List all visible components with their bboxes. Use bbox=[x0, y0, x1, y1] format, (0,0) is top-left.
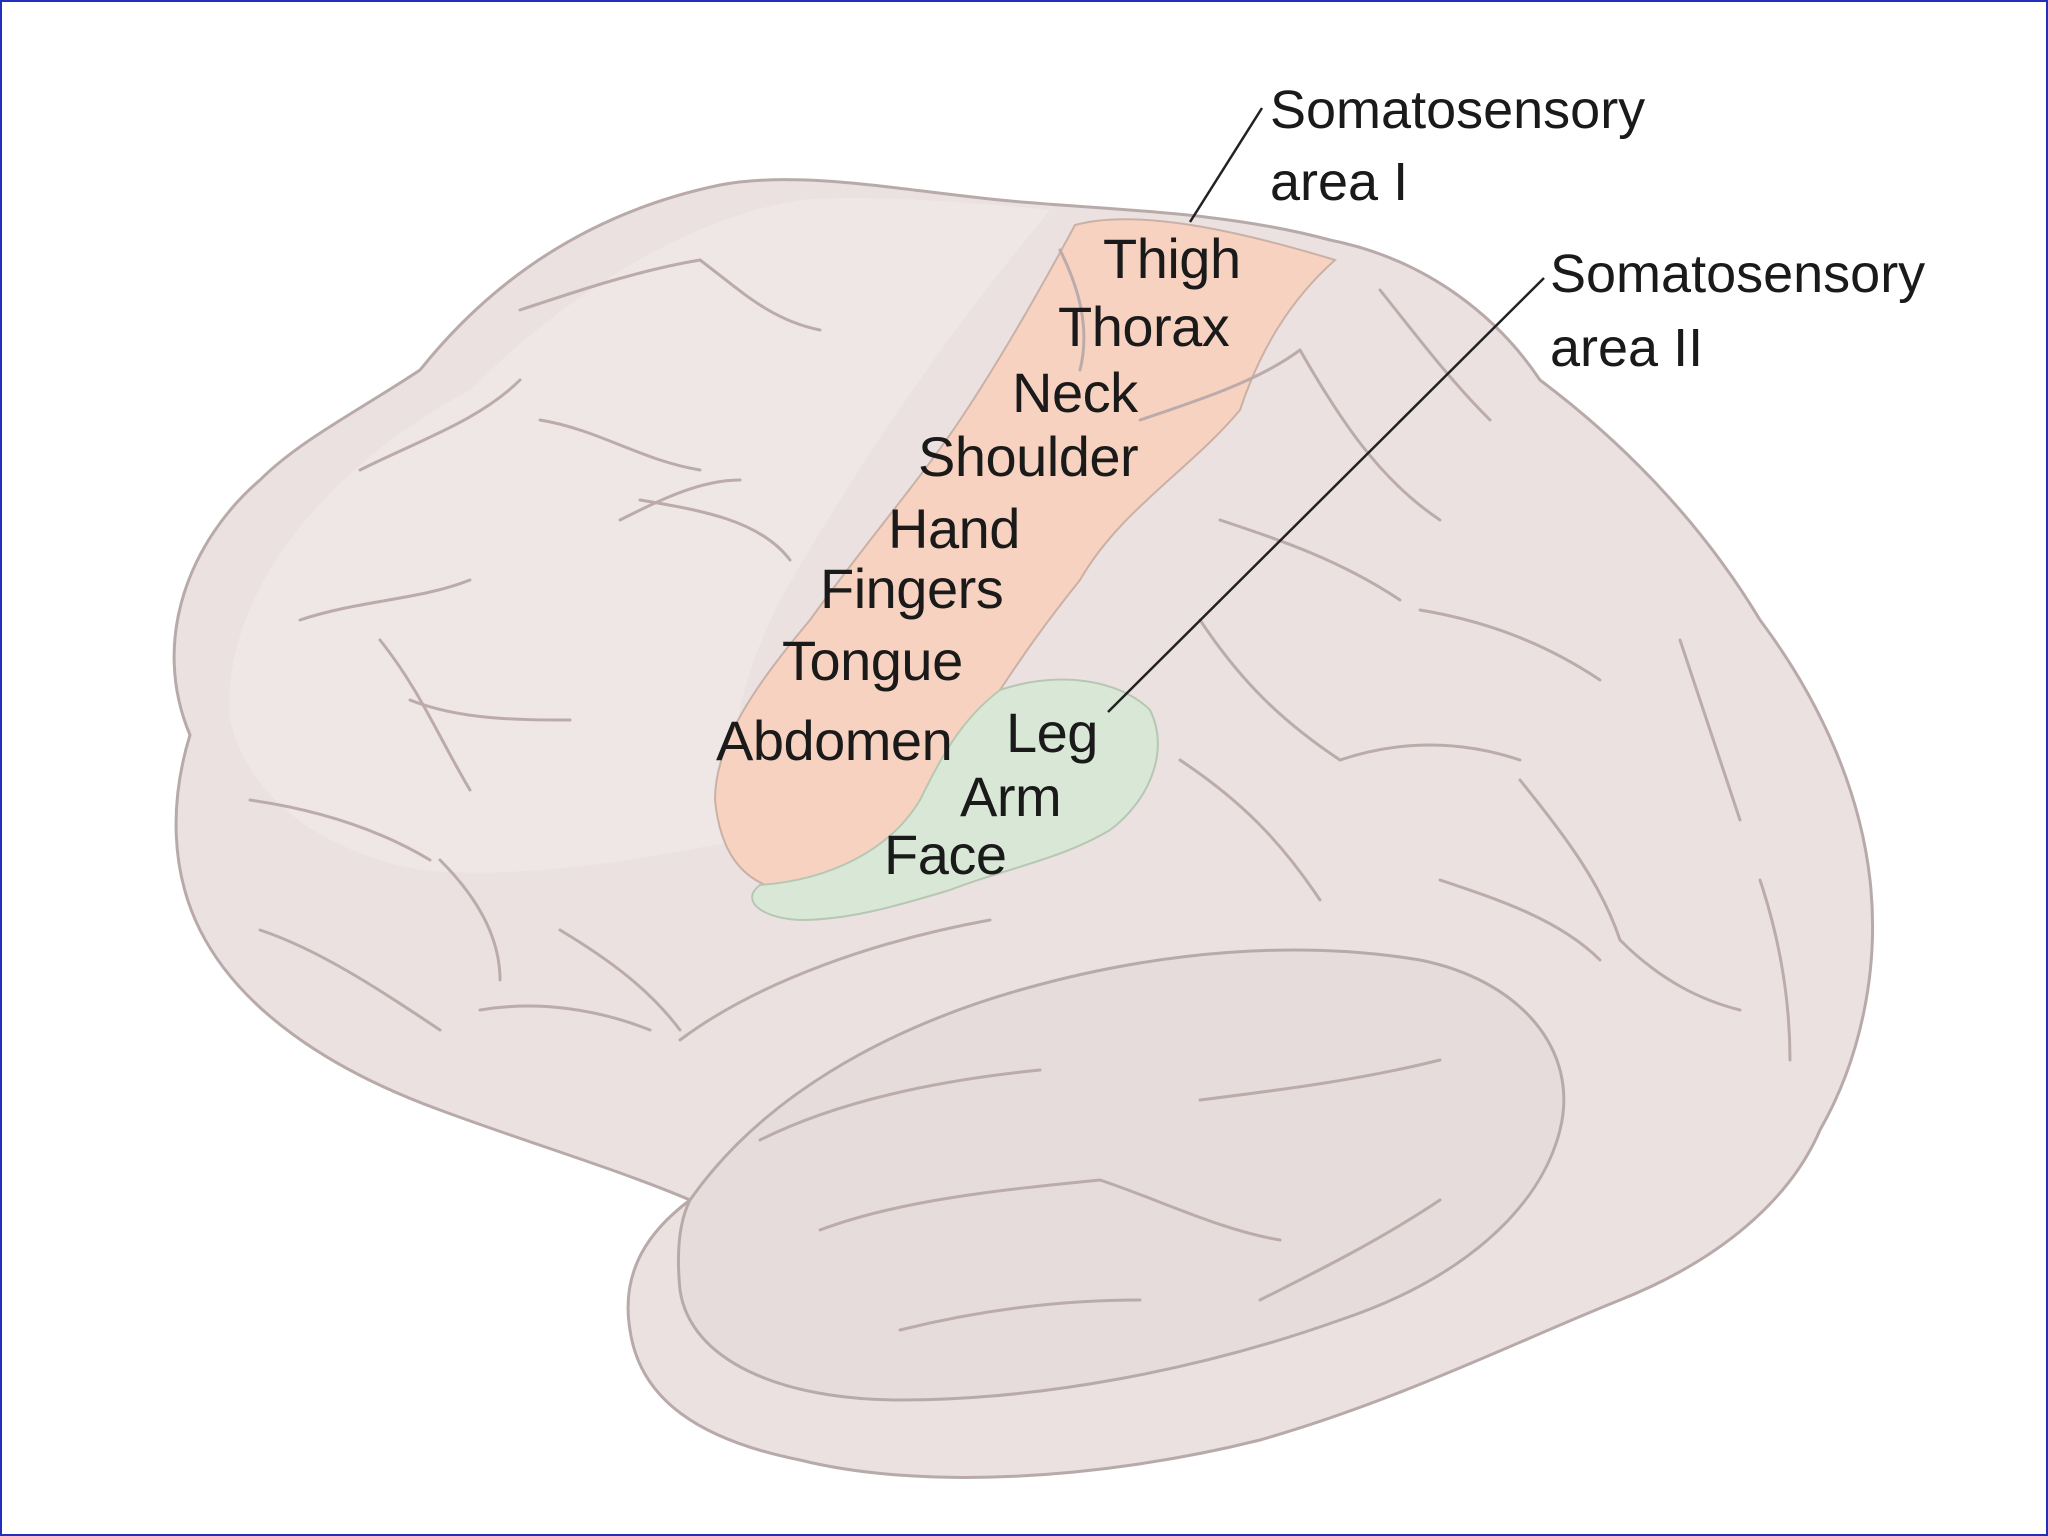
label-leg: Leg bbox=[1006, 701, 1098, 764]
sulci-lines bbox=[248, 248, 1792, 1332]
label-tongue: Tongue bbox=[782, 629, 963, 692]
label-abdomen: Abdomen bbox=[716, 709, 952, 772]
leader-line-area-I bbox=[1188, 107, 1264, 223]
label-hand: Hand bbox=[888, 497, 1020, 560]
callout-area-I-line2: area I bbox=[1270, 152, 1408, 212]
callout-area-I-line1: Somatosensory bbox=[1270, 80, 1645, 140]
frontal-lobe-shade bbox=[229, 198, 1050, 873]
callout-area-II-line1: Somatosensory bbox=[1550, 244, 1925, 304]
label-face: Face bbox=[884, 823, 1007, 886]
label-arm: Arm bbox=[960, 765, 1061, 828]
label-neck: Neck bbox=[1012, 361, 1139, 424]
label-fingers: Fingers bbox=[820, 557, 1003, 620]
somatosensory-area-II-region bbox=[751, 678, 1159, 922]
label-shoulder: Shoulder bbox=[918, 425, 1138, 488]
temporal-lobe bbox=[677, 948, 1566, 1402]
label-thorax: Thorax bbox=[1058, 295, 1230, 358]
label-thigh: Thigh bbox=[1103, 227, 1241, 290]
leader-line-area-II bbox=[1107, 277, 1545, 713]
callout-area-II-line2: area II bbox=[1550, 318, 1703, 378]
